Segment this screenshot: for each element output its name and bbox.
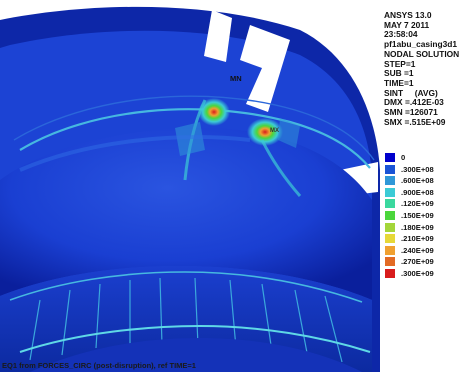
legend-entry: 0 [384, 152, 464, 164]
legend-label: .240E+09 [401, 245, 434, 255]
legend-swatch [385, 268, 395, 278]
legend-swatch [385, 153, 395, 162]
stiffener-ribs [29, 277, 343, 363]
legend-swatch [385, 234, 395, 244]
stress-band-right [260, 139, 302, 197]
slot-cutout-left [204, 10, 232, 62]
legend-label: .120E+09 [401, 199, 434, 209]
stress-hotspot-right [247, 118, 283, 146]
legend-label: .210E+09 [401, 234, 434, 244]
legend-entry: .900E+08 [384, 187, 464, 199]
legend-entry: .300E+09 [384, 268, 464, 280]
solution-type: NODAL SOLUTION [384, 49, 460, 59]
ansys-info-panel: ANSYS 13.0 MAY 7 2011 23:58:04 pf1abu_ca… [384, 11, 466, 127]
slot-cutout-right [240, 25, 290, 112]
legend-label: .300E+08 [401, 164, 434, 174]
job-name: pf1abu_casing3d1 [384, 40, 458, 50]
legend-swatch [385, 187, 395, 197]
legend-swatch [385, 245, 395, 255]
legend-swatch [385, 257, 395, 267]
time-value: TIME=1 [384, 78, 414, 88]
legend-entry: .210E+09 [384, 233, 464, 245]
legend-swatch [385, 164, 395, 174]
plot-footer-title: EQ1 from FORCES_CIRC (post-disruption), … [2, 361, 196, 370]
inner-step-ring-outer [13, 95, 375, 161]
legend-entry: .240E+09 [384, 245, 464, 257]
legend-entry: .150E+09 [384, 210, 464, 222]
lower-inner-rim-edge [9, 271, 363, 303]
smn-value: SMN =126071 [384, 108, 438, 118]
smx-value: SMX =.515E+09 [384, 117, 446, 127]
inner-hub-face [30, 338, 362, 372]
software-version: ANSYS 13.0 [384, 11, 432, 20]
stress-patch-right [278, 118, 300, 148]
run-date: MAY 7 2011 [384, 20, 430, 30]
legend-label: .270E+09 [401, 257, 434, 267]
legend-label: .300E+09 [401, 268, 434, 278]
legend-swatch [385, 199, 395, 209]
max-marker-label: MX [270, 128, 279, 134]
legend-entry: .600E+08 [384, 175, 464, 187]
dome-highlight [19, 135, 251, 172]
contour-legend: 0 .300E+08 .600E+08.900E+08 .120E+09.150E+0… [384, 152, 464, 280]
legend-entry: .270E+09 [384, 256, 464, 268]
run-time: 23:58:04 [384, 30, 418, 40]
step-value: STEP=1 [384, 59, 416, 69]
stress-hotspot-left [198, 98, 230, 126]
legend-swatch [385, 210, 395, 220]
legend-entry: .120E+09 [384, 198, 464, 210]
legend-label: .600E+08 [401, 176, 434, 186]
legend-label: .150E+09 [401, 210, 434, 220]
legend-entry: .300E+08 [384, 164, 464, 176]
min-marker-label: MN [230, 74, 242, 83]
inner-step-ring [19, 108, 371, 169]
substep-value: SUB =1 [384, 69, 414, 79]
legend-label: .900E+08 [401, 187, 434, 197]
legend-label: 0 [401, 153, 406, 162]
inner-hub-ring [19, 324, 371, 353]
dmx-value: DMX =.412E-03 [384, 98, 444, 108]
legend-swatch [385, 176, 395, 186]
fea-casing-model[interactable] [0, 0, 380, 372]
legend-entry: .180E+09 [384, 222, 464, 234]
legend-swatch [385, 222, 395, 232]
legend-label: .180E+09 [401, 222, 434, 232]
result-item: SINT (AVG) [384, 88, 438, 98]
